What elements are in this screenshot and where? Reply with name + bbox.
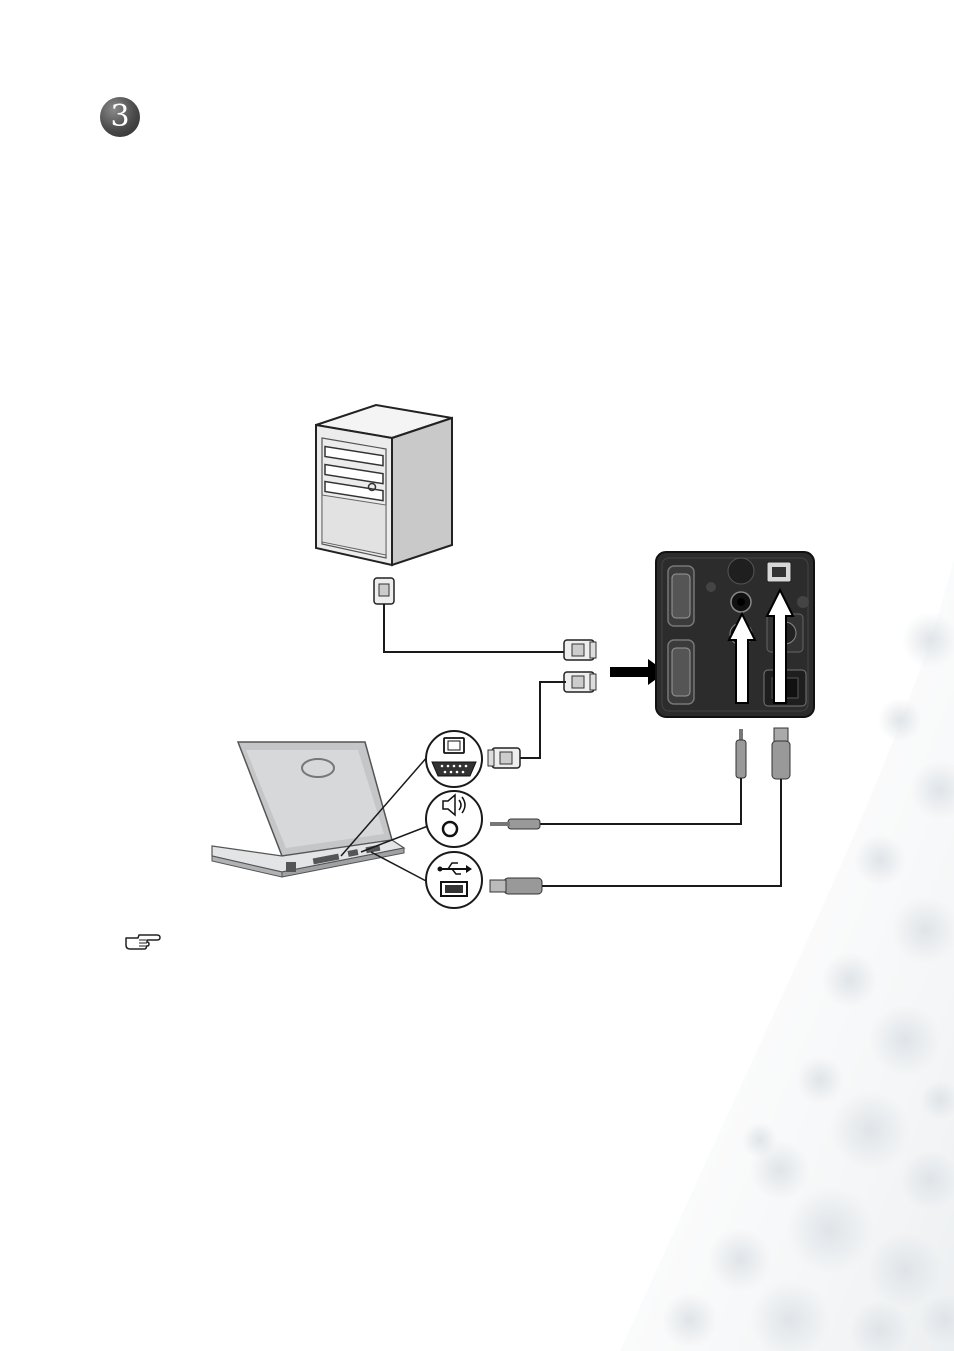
pointing-hand-icon <box>122 930 164 952</box>
desktop-tower-icon <box>316 405 452 565</box>
laptop-vga-cable <box>488 672 596 768</box>
desktop-vga-cable <box>374 578 596 660</box>
speaker-audio-port-icon <box>426 791 482 847</box>
laptop-icon <box>212 742 404 877</box>
monitor-vga-port-icon <box>426 731 482 787</box>
usb-port-icon <box>426 852 482 908</box>
audio-cable <box>490 729 746 829</box>
